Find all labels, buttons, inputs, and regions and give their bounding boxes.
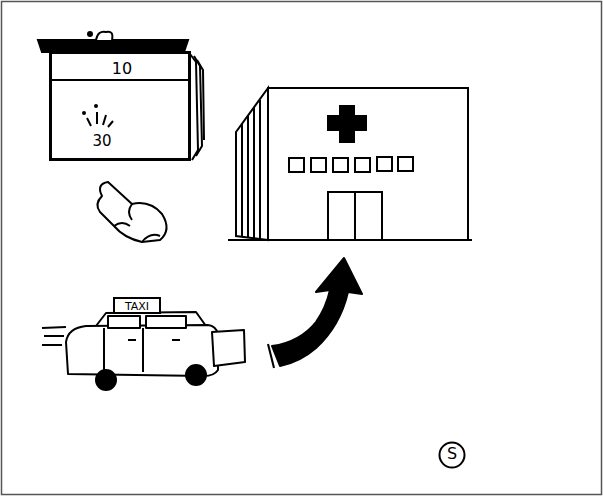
window	[289, 158, 304, 172]
door-handle	[172, 339, 180, 341]
circle-mark: S	[438, 441, 466, 469]
calendar-text: 30	[52, 134, 152, 149]
window	[311, 158, 326, 172]
open-door	[212, 330, 245, 366]
facet-line	[253, 108, 255, 238]
calendar: 10 30	[50, 52, 190, 160]
door	[328, 192, 382, 240]
finger-line	[129, 204, 132, 220]
wheel	[186, 365, 206, 385]
pointing-hand	[97, 182, 166, 242]
hand-outline	[97, 182, 166, 242]
calendar-binding	[38, 40, 188, 52]
calendar-clip	[88, 32, 92, 36]
speed-line	[42, 344, 62, 346]
building-front	[268, 88, 468, 240]
sparkle	[103, 115, 106, 125]
sparkle	[87, 118, 91, 126]
taxi-drawing	[42, 312, 245, 390]
door-line	[103, 328, 105, 372]
arrow-tail	[268, 344, 274, 368]
sparkle	[108, 121, 113, 127]
wheel	[96, 370, 116, 390]
hospital-building	[228, 88, 472, 240]
window	[398, 157, 413, 171]
facet-line	[241, 124, 243, 237]
page-edge	[197, 60, 204, 140]
calendar-text: 10	[52, 61, 192, 77]
sparkle	[96, 112, 98, 124]
door-split	[354, 192, 356, 240]
sparkle	[95, 105, 97, 107]
taxi-sign-text: TAXI	[115, 301, 159, 312]
taxi-window	[146, 316, 186, 328]
facet-line	[247, 116, 249, 238]
ground-line	[228, 239, 472, 241]
speed-line	[44, 335, 64, 337]
medical-cross	[328, 106, 366, 142]
speed-line	[42, 327, 66, 328]
calendar-rule	[52, 79, 188, 81]
taxi-window	[108, 316, 140, 328]
sparkle	[83, 112, 85, 114]
finger-line	[142, 235, 160, 242]
circle-mark-text: S	[438, 446, 466, 462]
window	[355, 158, 370, 172]
calendar-drawing	[38, 32, 204, 160]
page-edge	[190, 54, 198, 160]
finger-line	[114, 223, 130, 226]
calendar-clip	[96, 32, 112, 40]
window	[333, 158, 348, 172]
curved-arrow	[272, 258, 362, 366]
taxi-sign: TAXI	[113, 297, 161, 314]
page-edge	[194, 56, 202, 156]
window	[377, 157, 392, 171]
door-handle	[128, 339, 136, 341]
door-line	[142, 328, 144, 372]
facet-line	[259, 100, 261, 239]
building-side	[236, 88, 268, 240]
